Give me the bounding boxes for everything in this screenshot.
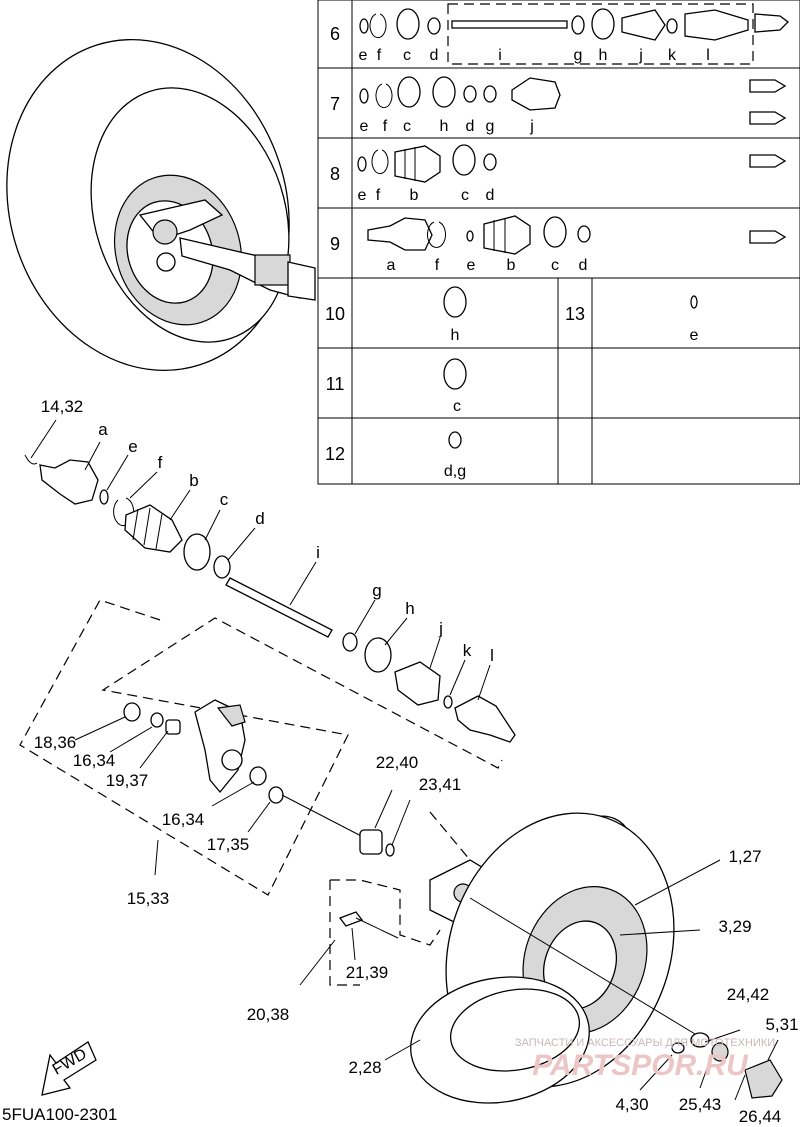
table-letter: f	[377, 47, 382, 64]
table-letter: k	[668, 47, 677, 64]
table-letter: h	[599, 47, 608, 64]
table-letter: f	[435, 257, 440, 274]
watermark-text: ЗАПЧАСТИ И АКСЕССУАРЫ ДЛЯ МОТОТЕХНИКИ	[515, 1037, 775, 1049]
table-letter: e	[467, 257, 476, 274]
table-row-num: 10	[325, 304, 345, 324]
small-clamp-icon	[448, 431, 462, 449]
row9-parts	[367, 215, 787, 255]
table-letter: d	[430, 47, 439, 64]
callout-label: 1,27	[728, 847, 761, 866]
table-letter: g	[574, 47, 583, 64]
callout-label: 4,30	[615, 1095, 648, 1114]
callout-label: c	[220, 490, 229, 509]
table-letter: c	[453, 398, 461, 415]
table-letter: f	[383, 118, 388, 135]
table-letter: e	[690, 327, 699, 344]
wheel-assembly-illustration	[6, 38, 316, 372]
row7-parts	[359, 76, 787, 125]
table-letter: e	[358, 187, 367, 204]
callout-label: 3,29	[718, 917, 751, 936]
table-letter: d	[579, 257, 588, 274]
callout-label: l	[490, 646, 494, 665]
table-row-num: 12	[325, 444, 345, 464]
table-letter: i	[498, 47, 502, 64]
table-row-num: 13	[565, 304, 585, 324]
callout-label: 19,37	[106, 771, 149, 790]
clamp-icon	[443, 358, 467, 390]
callout-label: 2,28	[348, 1058, 381, 1077]
fwd-arrow-icon: FWD	[41, 1041, 97, 1096]
row6-parts	[359, 8, 789, 41]
clamp-icon	[443, 286, 467, 318]
table-letter: g	[486, 118, 495, 135]
callout-label: 21,39	[346, 963, 389, 982]
table-letter: b	[507, 257, 516, 274]
callout-label: f	[158, 453, 163, 472]
table-letter: e	[359, 47, 368, 64]
table-letter: d,g	[444, 463, 466, 480]
table-letter: l	[706, 47, 710, 64]
callout-label: 15,33	[127, 889, 170, 908]
watermark-logo: PARTSPOR.RU	[532, 1049, 749, 1082]
table-letter: h	[451, 327, 460, 344]
callout-label: 14,32	[41, 397, 84, 416]
diagram-code: 5FUA100-2301	[2, 1105, 117, 1124]
table-letter: e	[360, 118, 369, 135]
table-letter: a	[387, 257, 396, 274]
callout-label: 16,34	[162, 810, 205, 829]
table-letter: c	[461, 187, 469, 204]
callout-label: 5,31	[765, 1015, 798, 1034]
table-letter: h	[440, 118, 449, 135]
callout-label: g	[372, 581, 381, 600]
table-letter: c	[403, 118, 411, 135]
callout-label: 24,42	[727, 985, 770, 1004]
callout-label: 23,41	[419, 775, 462, 794]
table-letter: f	[376, 187, 381, 204]
row8-parts	[357, 144, 787, 183]
callout-label: e	[128, 437, 137, 456]
callout-label: j	[438, 619, 443, 638]
callout-label: d	[255, 509, 264, 528]
table-letter: c	[551, 257, 559, 274]
callout-label: 25,43	[679, 1095, 722, 1114]
callout-label: 26,44	[739, 1107, 782, 1126]
table-letter: c	[403, 47, 411, 64]
callout-label: 20,38	[247, 1005, 290, 1024]
circlip-icon	[690, 295, 698, 309]
table-row-num: 7	[330, 94, 340, 114]
table-row-num: 11	[326, 374, 345, 394]
callout-label: 16,34	[73, 751, 116, 770]
callout-label: k	[463, 641, 472, 660]
callout-label: a	[98, 420, 108, 439]
table-row-num: 6	[330, 24, 340, 44]
callout-label: 17,35	[207, 835, 250, 854]
table-row-num: 9	[330, 234, 340, 254]
hub-and-wheel	[299, 811, 783, 1104]
table-letter: j	[638, 47, 643, 64]
table-letter: j	[529, 118, 534, 135]
exploded-drive-shaft	[19, 419, 516, 896]
table-letter: d	[486, 187, 495, 204]
callout-label: b	[189, 471, 198, 490]
callout-label: h	[405, 599, 414, 618]
table-row-num: 8	[330, 164, 340, 184]
table-letter: d	[466, 118, 475, 135]
kit-contents-table: 6 7 8 9 10 13 11 12 e f c d i g h j k l	[317, 0, 800, 485]
table-letter: b	[410, 187, 419, 204]
callout-label: 18,36	[34, 733, 77, 752]
callout-label: i	[316, 543, 320, 562]
callout-label: 22,40	[376, 753, 419, 772]
